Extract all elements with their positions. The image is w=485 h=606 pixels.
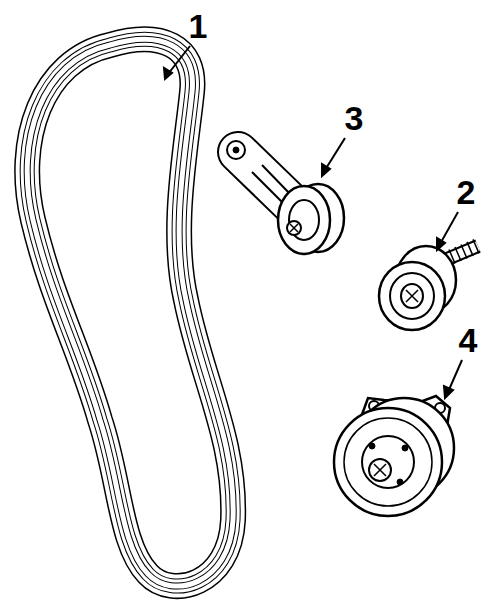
leader-lines xyxy=(164,46,462,398)
callout-number: 4 xyxy=(459,323,478,357)
thread-stroke xyxy=(467,242,473,256)
thread-stroke xyxy=(461,244,467,258)
drive-belt xyxy=(27,39,233,586)
belt-tensioner xyxy=(227,141,344,254)
thread-stroke xyxy=(473,239,479,253)
thread-stroke xyxy=(455,247,461,261)
water-pump xyxy=(334,396,454,516)
idler-pulley xyxy=(379,239,479,330)
callout-number: 3 xyxy=(345,101,364,135)
callout-number: 1 xyxy=(189,9,208,43)
callout-number: 2 xyxy=(457,175,476,209)
